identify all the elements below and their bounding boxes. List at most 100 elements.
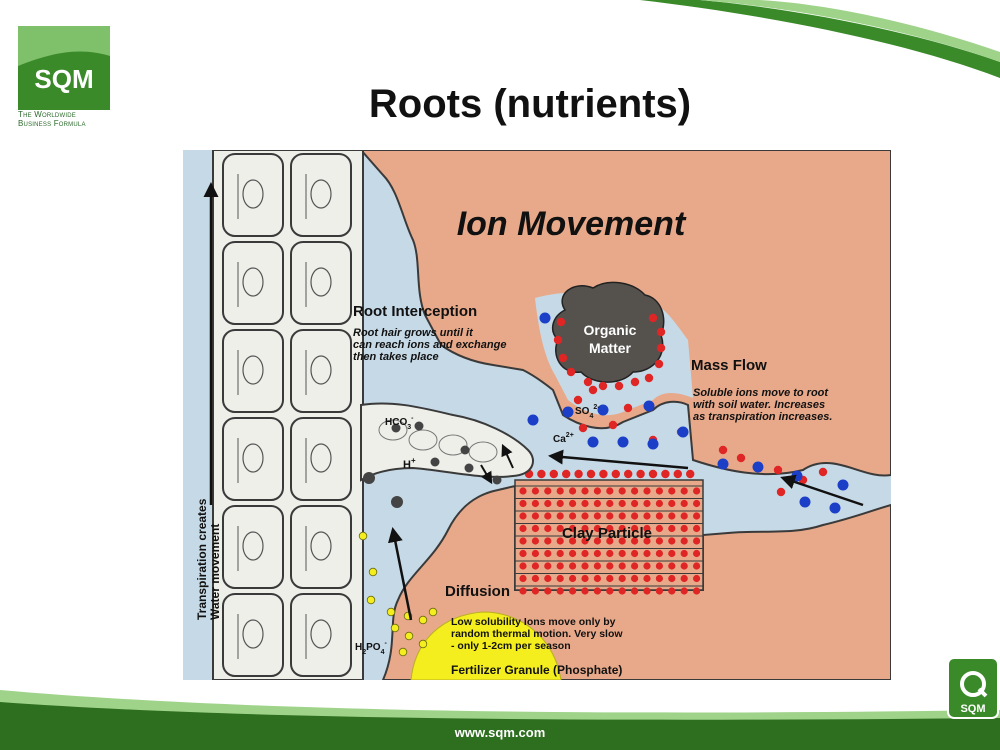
organic-matter-label-1: Organic bbox=[584, 322, 637, 338]
clay-particle-label: Clay Particle bbox=[562, 525, 652, 542]
clay-cation-dot bbox=[544, 574, 552, 583]
clay-cation-dot bbox=[569, 512, 577, 520]
clay-cation-dot bbox=[668, 512, 676, 520]
cation-dot bbox=[614, 381, 624, 391]
clay-surface-cation-dot bbox=[611, 469, 620, 479]
clay-cation-dot bbox=[544, 512, 552, 520]
clay-cation-dot bbox=[556, 562, 564, 570]
anion-dot bbox=[752, 461, 764, 473]
clay-cation-dot bbox=[631, 537, 639, 545]
clay-cation-dot bbox=[519, 562, 527, 570]
anion-dot bbox=[829, 502, 841, 514]
clay-cation-dot bbox=[631, 512, 639, 520]
root-cell-nucleus bbox=[310, 355, 332, 385]
clay-cation-dot bbox=[606, 537, 614, 545]
clay-cation-dot bbox=[581, 549, 589, 558]
clay-surface-cation-dot bbox=[636, 469, 645, 479]
tagline-line-1: The Worldwide bbox=[18, 110, 76, 119]
transpiration-label-2: Water movement bbox=[208, 524, 222, 620]
clay-cation-dot bbox=[544, 499, 552, 508]
clay-cation-dot bbox=[593, 562, 601, 570]
clay-cation-dot bbox=[593, 537, 601, 545]
clay-cation-dot bbox=[519, 512, 527, 520]
clay-cation-dot bbox=[519, 587, 527, 595]
phosphate-ion-dot bbox=[358, 531, 368, 541]
fertilizer-granule-label: Fertilizer Granule (Phosphate) bbox=[451, 663, 622, 677]
cation-dot bbox=[573, 395, 583, 405]
root-cell-nucleus bbox=[310, 531, 332, 561]
root-cell bbox=[222, 153, 284, 237]
clay-cation-dot bbox=[631, 524, 639, 533]
clay-surface-cation-dot bbox=[673, 469, 682, 479]
phosphate-ion-dot bbox=[404, 631, 414, 641]
phosphate-ion-dot bbox=[390, 623, 400, 633]
phosphate-ion-dot bbox=[366, 595, 376, 605]
cation-dot bbox=[558, 353, 568, 363]
clay-cation-dot bbox=[618, 574, 626, 583]
hydrogen-ion-dot bbox=[492, 475, 502, 485]
mass-flow-annotation: Mass Flow Soluble ions move to root with… bbox=[691, 357, 832, 423]
badge-q-tail bbox=[977, 687, 988, 698]
clay-cation-dot bbox=[593, 524, 601, 533]
root-cells bbox=[222, 153, 352, 677]
mass-flow-line-2: with soil water. Increases bbox=[693, 399, 825, 411]
clay-cation-dot bbox=[668, 487, 676, 495]
clay-cation-dot bbox=[569, 574, 577, 583]
clay-cation-dot bbox=[569, 487, 577, 495]
clay-cation-dot bbox=[618, 587, 626, 595]
clay-cation-dot bbox=[556, 487, 564, 495]
cation-dot bbox=[566, 367, 576, 377]
clay-cation-dot bbox=[680, 574, 688, 583]
clay-cation-dot bbox=[581, 512, 589, 520]
clay-cation-dot bbox=[643, 524, 651, 533]
clay-layers bbox=[515, 485, 703, 587]
root-cell-nucleus bbox=[242, 179, 264, 209]
clay-cation-dot bbox=[655, 574, 663, 583]
cation-dot bbox=[818, 467, 828, 477]
clay-cation-dot bbox=[593, 549, 601, 558]
clay-cation-dot bbox=[531, 499, 539, 508]
sulfate-ion-label: SO42- bbox=[575, 404, 600, 420]
clay-cation-dot bbox=[556, 512, 564, 520]
clay-cation-dot bbox=[631, 487, 639, 495]
clay-cation-dot bbox=[556, 549, 564, 558]
logo-text: SQM bbox=[34, 64, 93, 94]
clay-cation-dot bbox=[655, 512, 663, 520]
clay-cation-dot bbox=[569, 499, 577, 508]
clay-cation-dot bbox=[581, 562, 589, 570]
clay-cation-dot bbox=[680, 549, 688, 558]
exchange-arrow-up bbox=[501, 443, 514, 469]
clay-cation-dot bbox=[606, 499, 614, 508]
clay-cation-dot bbox=[655, 524, 663, 533]
anion-dot bbox=[617, 436, 629, 448]
clay-cation-dot bbox=[556, 524, 564, 533]
clay-cation-dot bbox=[519, 574, 527, 583]
transpiration-label-1: Transpiration creates bbox=[195, 498, 209, 620]
clay-cation-dot bbox=[680, 587, 688, 595]
clay-cation-dot bbox=[643, 537, 651, 545]
root-hair-cell bbox=[438, 434, 468, 456]
anion-dot bbox=[539, 312, 551, 324]
clay-cation-dot bbox=[519, 524, 527, 533]
phosphate-ion-dot bbox=[418, 615, 428, 625]
clay-surface-cation-dot bbox=[624, 469, 633, 479]
clay-cation-dot bbox=[544, 549, 552, 558]
clay-cation-dot bbox=[668, 574, 676, 583]
anion-dot bbox=[527, 414, 539, 426]
clay-cation-dot bbox=[693, 574, 701, 583]
hydrogen-ion-dot bbox=[430, 457, 440, 467]
clay-cation-dot bbox=[556, 587, 564, 595]
root-cell-nucleus bbox=[242, 443, 264, 473]
slide-title: Roots (nutrients) bbox=[368, 82, 692, 126]
clay-cation-dot bbox=[655, 587, 663, 595]
cation-dot bbox=[736, 453, 746, 463]
cation-dot bbox=[654, 359, 664, 369]
clay-cation-dot bbox=[618, 524, 626, 533]
clay-cation-dot bbox=[643, 499, 651, 508]
clay-cation-dot bbox=[606, 487, 614, 495]
clay-surface-cation-dot bbox=[686, 469, 695, 479]
clay-cation-dot bbox=[593, 487, 601, 495]
clay-cation-dot bbox=[569, 524, 577, 533]
root-interception-line-1: Root hair grows until it bbox=[353, 327, 474, 339]
clay-cation-dot bbox=[655, 499, 663, 508]
